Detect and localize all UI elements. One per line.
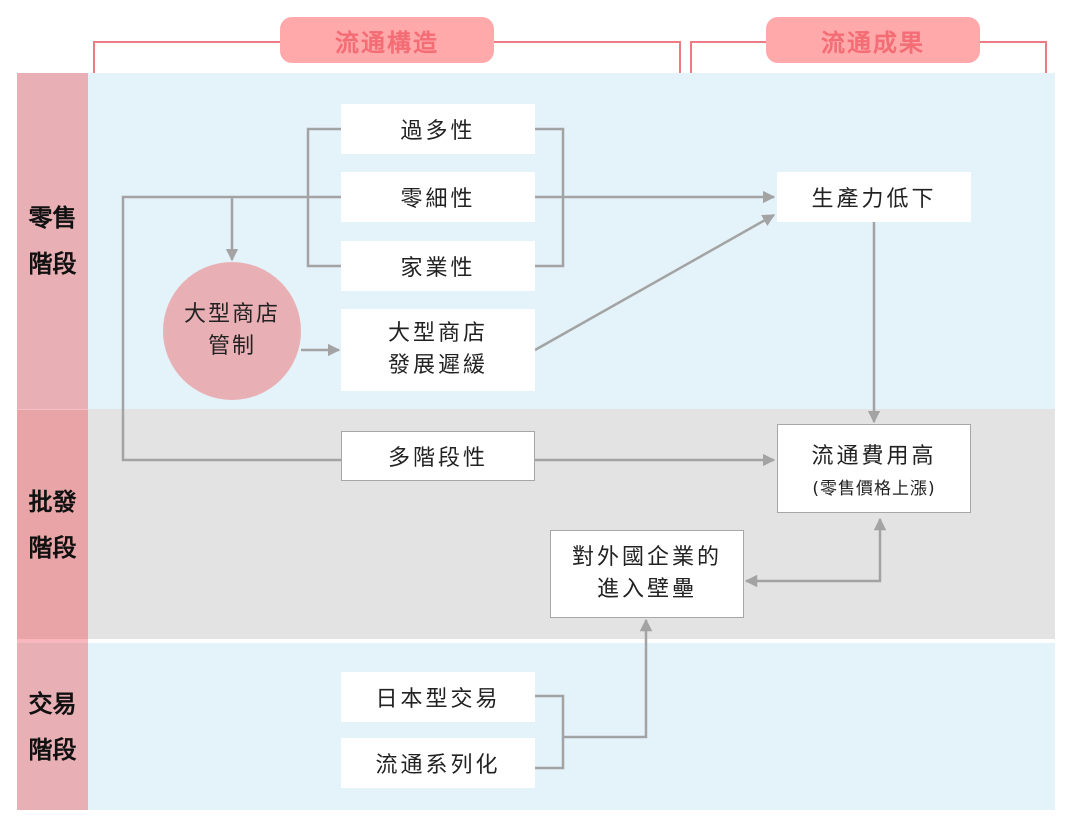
node-large-store-slow-development: 大型商店 發展遲緩 [341,309,535,391]
stage-label-wholesale: 批發階段 [17,409,88,639]
node-family-business: 家業性 [341,241,535,291]
node-multi-stage: 多階段性 [341,431,535,481]
stage-label-line: 交易 [28,689,77,718]
stage-divider [17,639,88,643]
node-entry-barrier: 對外國企業的 進入壁壘 [550,530,744,618]
node-label: 過多性 [400,119,476,144]
node-label: 大型商店 [183,302,280,327]
node-productivity-low: 生產力低下 [777,172,971,222]
node-label: 家業性 [400,256,476,281]
trade-stage-band [88,643,1055,810]
outcome-header-label: 流通成果 [821,28,925,57]
stage-label-line: 批發 [28,487,77,516]
node-label: 零細性 [400,187,476,212]
stage-label-line: 階段 [28,533,77,562]
stage-label-trade: 交易階段 [17,643,88,810]
node-label: 流通系列化 [375,753,501,778]
arrow-slow-development-to-productivity [534,213,776,352]
structure-header: 流通構造 [280,17,494,63]
node-label: 管制 [207,334,256,359]
node-japanese-trade: 日本型交易 [341,672,535,722]
node-label: 進入壁壘 [596,577,697,602]
node-keiretsu: 流通系列化 [341,738,535,788]
node-label: 流通費用高 [811,444,937,469]
node-label: 對外國企業的 [571,545,722,570]
outcome-header: 流通成果 [766,17,980,63]
stage-label-retail: 零售階段 [17,73,88,409]
node-label: 多階段性 [387,446,488,471]
node-sublabel: (零售價格上漲) [812,479,936,499]
node-label: 發展遲緩 [387,353,488,378]
outcome-header-bracket [690,41,1047,73]
trade-bracket-connector [535,620,646,770]
structure-header-bracket [93,41,681,73]
node-high-distribution-cost: 流通費用高 (零售價格上漲) [777,424,971,513]
node-small-scale: 零細性 [341,172,535,222]
arrow-cost-entry-barrier [744,517,887,588]
stage-label-line: 階段 [28,735,77,764]
node-label: 生產力低下 [811,187,937,212]
stage-label-line: 階段 [28,250,77,278]
node-large-store-regulation: 大型商店 管制 [163,262,301,400]
stage-label-line: 零售 [28,204,77,232]
node-label: 日本型交易 [375,687,501,712]
node-label: 大型商店 [387,321,488,346]
structure-header-label: 流通構造 [335,28,439,57]
node-excessiveness: 過多性 [341,104,535,154]
